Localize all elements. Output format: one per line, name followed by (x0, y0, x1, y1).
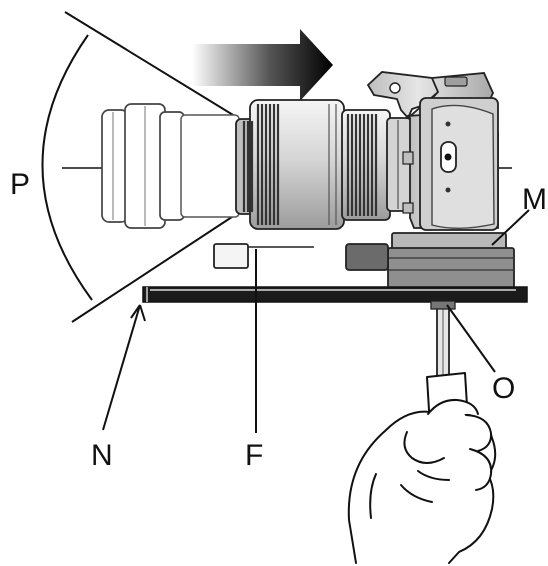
plate-bar (142, 286, 528, 303)
tripod-screw (430, 300, 456, 383)
lower-view-line (71, 212, 239, 323)
right-arrow-icon (192, 29, 333, 101)
direction-arrow (192, 29, 333, 101)
level-bubble (213, 243, 314, 269)
camera-hotshoe (444, 76, 468, 87)
camera-top-dial (389, 82, 401, 94)
bubble-housing (213, 243, 249, 269)
n-leader-line (102, 304, 141, 431)
label-f: F (245, 439, 263, 472)
camera-port-1 (402, 151, 414, 165)
screw-head (430, 300, 456, 310)
base-plate (142, 286, 528, 303)
m-leader-line (491, 209, 530, 246)
lens-icon (235, 99, 412, 230)
o-leader-line (446, 304, 496, 373)
lens-zoom-ring (249, 99, 345, 230)
ghost-lens-position (101, 103, 240, 229)
release-plate-base (387, 247, 515, 289)
camera-port-2 (402, 202, 414, 214)
hand-icon (347, 372, 497, 564)
finger-3 (469, 448, 493, 491)
finger-1 (427, 398, 479, 415)
label-n: N (91, 439, 113, 472)
finger-2 (465, 414, 493, 452)
n-arrow-head (130, 304, 146, 322)
label-m: M (522, 183, 547, 216)
camera-icon (366, 71, 499, 231)
quick-release-mount (345, 232, 515, 289)
upper-view-line (64, 11, 239, 119)
lens-focus-ring (341, 109, 391, 221)
hand-shading-2 (417, 470, 450, 481)
hand-shading-3 (369, 473, 377, 519)
label-p: P (10, 168, 30, 201)
view-arc (41, 34, 93, 301)
thumb (403, 431, 445, 464)
release-knob (345, 243, 389, 271)
camera-side-panel (431, 104, 495, 229)
hand-shading-1 (400, 484, 433, 503)
lens-grip-ribs (242, 104, 378, 225)
callout-lines (102, 209, 530, 433)
label-o: O (492, 372, 515, 405)
callout-labels: P M N F O (10, 168, 547, 472)
